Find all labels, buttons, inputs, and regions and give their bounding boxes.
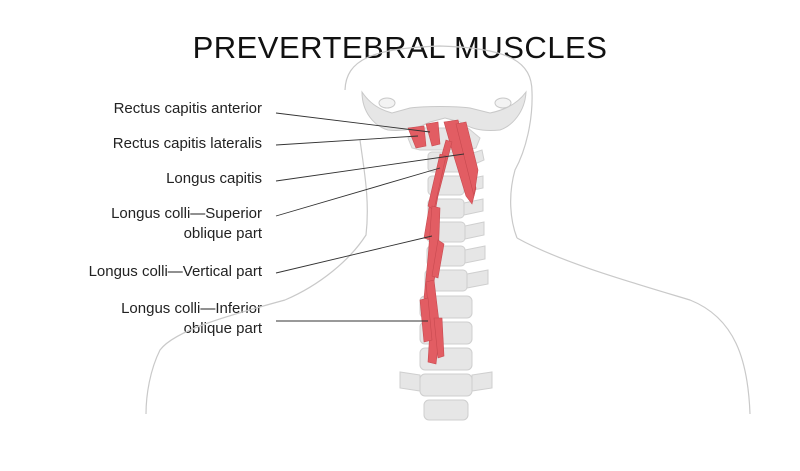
neck-left-outline bbox=[284, 139, 368, 301]
label-line-1: Longus colli—Inferior bbox=[121, 300, 262, 317]
label-text: Rectus capitis anterior bbox=[113, 100, 262, 117]
leader-rectus-capitis-anterior bbox=[275, 112, 431, 133]
label-text: Longus colli—Vertical part bbox=[88, 263, 262, 280]
vertebra-t4 bbox=[419, 373, 473, 397]
muscle-longus-capitis-medial bbox=[455, 121, 479, 197]
leader-rectus-capitis-lateralis bbox=[275, 135, 419, 146]
muscle-rectus-capitis-anterior bbox=[425, 121, 441, 147]
skull-foramen-right bbox=[494, 97, 512, 109]
label-text: Rectus capitis lateralis bbox=[112, 135, 262, 152]
muscle-longus-capitis bbox=[443, 119, 477, 205]
leader-longus-capitis bbox=[275, 153, 465, 182]
label-text: Longus capitis bbox=[166, 170, 262, 187]
vertebra-c4-process bbox=[463, 198, 484, 216]
label-rectus-capitis-lateralis: Rectus capitis lateralis bbox=[113, 134, 262, 154]
skull-foramen-left bbox=[378, 97, 396, 109]
vertebra-c6-process bbox=[464, 245, 486, 264]
rib-right bbox=[471, 371, 493, 392]
vertebra-c7-process bbox=[466, 269, 489, 289]
label-line-1: Longus colli—Superior bbox=[111, 205, 262, 222]
diagram-title: PREVERTEBRAL MUSCLES bbox=[192, 30, 608, 65]
muscle-rectus-capitis-lateralis bbox=[407, 125, 427, 149]
label-longus-capitis: Longus capitis bbox=[166, 169, 262, 189]
vertebra-t5 bbox=[423, 399, 469, 421]
label-longus-colli-superior: Longus colli—Superior oblique part bbox=[111, 204, 262, 244]
vertebra-c5-process bbox=[464, 221, 485, 240]
muscle-longus-colli-vertical-2 bbox=[431, 239, 445, 279]
label-longus-colli-vertical: Longus colli—Vertical part bbox=[89, 262, 262, 282]
label-line-2: oblique part bbox=[183, 225, 262, 242]
leader-longus-colli-superior bbox=[275, 167, 441, 217]
leader-longus-colli-vertical bbox=[275, 235, 433, 274]
leader-lines bbox=[275, 112, 465, 322]
label-longus-colli-inferior: Longus colli—Inferior oblique part bbox=[121, 299, 262, 339]
muscle-longus-colli-inferior-3 bbox=[433, 317, 445, 359]
muscles bbox=[407, 119, 479, 365]
shoulder-right-outline bbox=[516, 237, 751, 415]
skull-base-bone bbox=[361, 90, 527, 131]
skull-base bbox=[361, 90, 527, 131]
vertebra-t3 bbox=[419, 347, 473, 371]
muscle-longus-colli-inferior-2 bbox=[419, 297, 433, 343]
rib-left bbox=[399, 371, 421, 392]
shoulder-left-outline bbox=[145, 299, 286, 415]
head-outline bbox=[344, 45, 533, 239]
label-rectus-capitis-anterior: Rectus capitis anterior bbox=[114, 99, 262, 119]
vertebral-column bbox=[399, 127, 493, 421]
